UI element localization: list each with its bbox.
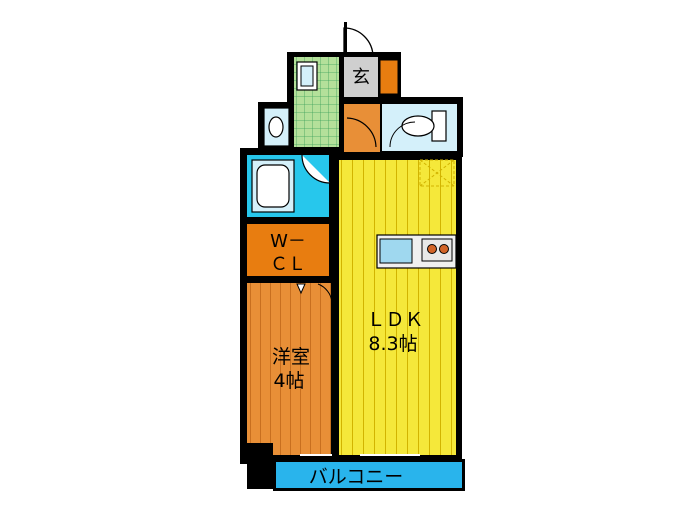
western-room-size: 4帖 (273, 370, 304, 392)
bathroom-door-swing (301, 154, 331, 184)
ldk-size: 8.3帖 (368, 333, 417, 355)
balcony (273, 454, 465, 491)
refrigerator-space (419, 159, 455, 187)
shoe-cabinet (379, 59, 399, 95)
walk-in-closet (247, 224, 329, 276)
walk-in-closet-label-line2: ＣＬ (270, 254, 306, 275)
entrance (343, 22, 399, 97)
kitchen-counter (376, 234, 457, 269)
ldk-label: ＬＤＫ (366, 309, 423, 331)
walk-in-closet-label-line1: W－ (270, 231, 306, 252)
closet-door-marker (296, 283, 306, 295)
western-room (247, 283, 333, 489)
ldk-room (339, 159, 457, 455)
kitchen-sink (379, 238, 413, 264)
western-room-label: 洋室 (272, 346, 310, 368)
structural-column (247, 443, 273, 489)
hallway (344, 104, 380, 152)
toilet-room (382, 104, 457, 151)
bathroom (247, 154, 331, 217)
hallway-door-swing (346, 117, 377, 148)
washroom (294, 57, 339, 147)
entrance-label: 玄 (352, 67, 370, 88)
toilet-bowl-icon (401, 115, 435, 137)
wash-basin (263, 107, 290, 147)
balcony-label: バルコニー (309, 466, 404, 488)
